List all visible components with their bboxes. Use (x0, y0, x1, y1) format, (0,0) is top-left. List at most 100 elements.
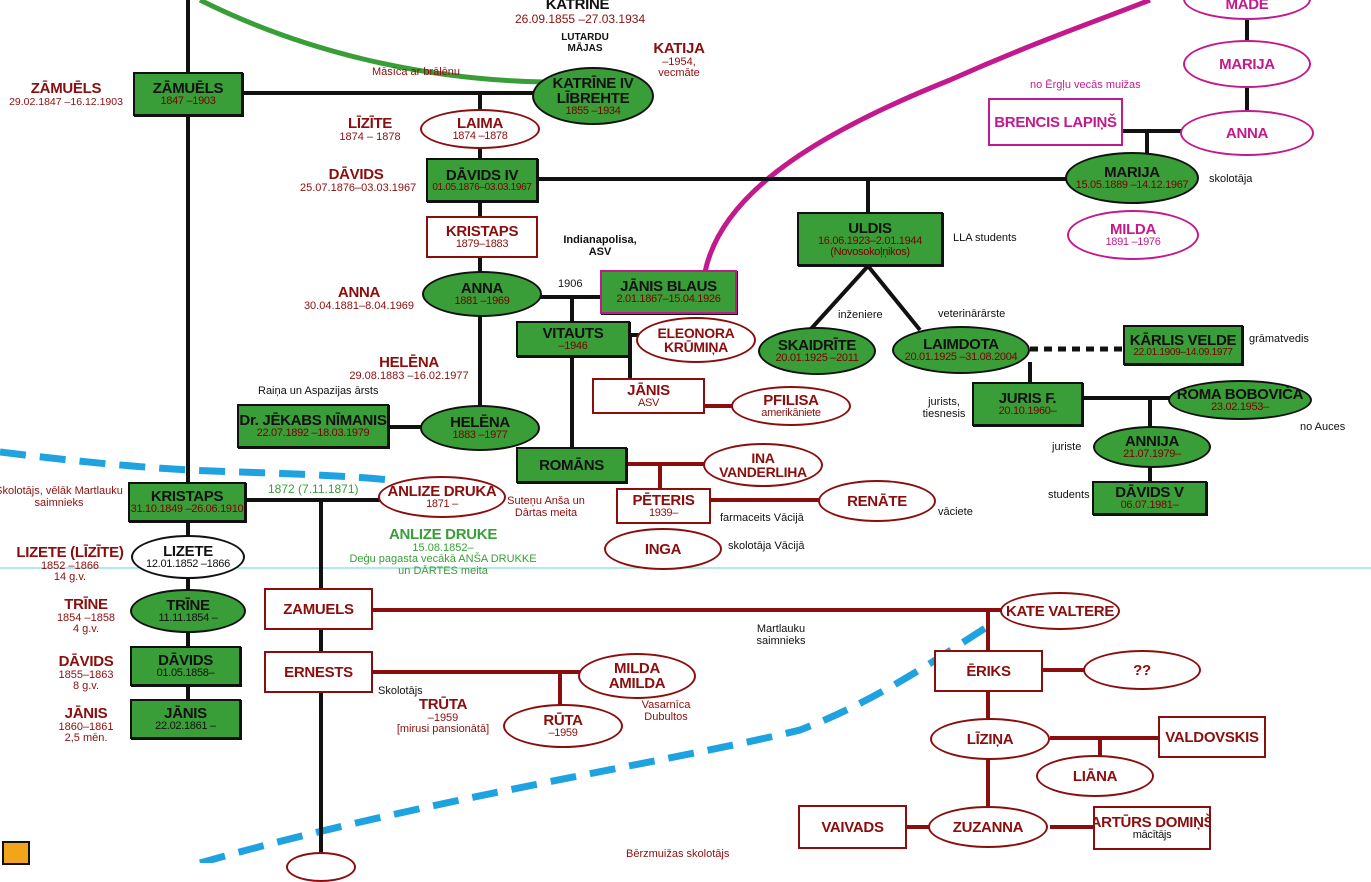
node-ina[interactable]: INA VANDERLIHA (703, 443, 823, 487)
node-kate[interactable]: KATE VALTERE (1000, 592, 1120, 630)
node-dates: 22.02.1861 – (155, 720, 216, 732)
node-arturs[interactable]: ARTŪRS DOMIŅŠ mācītājs (1093, 806, 1211, 850)
node-vaivads[interactable]: VAIVADS (798, 805, 907, 849)
node-dates: 21.07.1979– (1123, 448, 1181, 460)
node-kristaps1879[interactable]: KRISTAPS 1879–1883 (426, 216, 538, 258)
node-name: KRISTAPS (445, 223, 519, 240)
node-name: JĀNIS (164, 705, 207, 722)
label-students: students (1048, 489, 1090, 502)
node-ernests[interactable]: ERNESTS (264, 651, 373, 693)
node-bottom-partial[interactable] (286, 852, 356, 882)
label-note: [mirusi pansionātā] (396, 723, 490, 736)
label-text: 1872 (7.11.1871) (268, 482, 359, 496)
node-zamuels[interactable]: ZĀMUĒLS 1847 –1903 (133, 72, 243, 116)
node-dates: 22.01.1909–14.09.1977 (1133, 346, 1233, 358)
green-relation-arc (198, 0, 546, 85)
node-zuzanna[interactable]: ZUZANNA (928, 806, 1048, 848)
label-berzmuizas: Bērzmuižas skolotājs (626, 848, 729, 861)
label-text: inženiere (838, 309, 883, 321)
node-roma[interactable]: ROMA BOBOVIČA 23.02.1953– (1168, 380, 1312, 420)
node-vitauts[interactable]: VITAUTS –1946 (516, 321, 630, 357)
node-dates: 22.07.1892 –18.03.1979 (256, 427, 370, 439)
label-helena-left: HELĒNA 29.08.1883 –16.02.1977 (344, 355, 474, 382)
node-katrine[interactable]: KATRĪNE IV LĪBREHTE 1855 –1934 (532, 67, 654, 125)
node-name: MILDA (1110, 221, 1156, 238)
node-juris[interactable]: JURIS F. 20.10.1960– (972, 382, 1083, 426)
node-dates: 1883 –1977 (452, 429, 508, 441)
node-dates: 20.01.1925 –2011 (775, 352, 859, 364)
label-lizete-left: LIZETE (LĪZĪTE) 1852 –1866 14 g.v. (14, 545, 126, 584)
node-ruta[interactable]: RŪTA –1959 (503, 704, 623, 748)
node-dates: 11.11.1854 – (158, 612, 218, 624)
node-name: LIĀNA (1072, 767, 1118, 785)
label-dates: 26.09.1855 –27.03.1934 (515, 11, 646, 26)
node-marija1889[interactable]: MARIJA 15.05.1889 –14.12.1967 (1065, 152, 1199, 204)
node-name: TRĪNE (166, 597, 210, 614)
node-eriks[interactable]: ĒRIKS (934, 650, 1043, 692)
label-lla: LLA students (953, 232, 1017, 245)
divider-dashed-lower (199, 622, 992, 863)
node-skaidrite[interactable]: SKAIDRĪTE 20.01.1925 –2011 (758, 327, 876, 375)
label-trine-left: TRĪNE 1854 –1858 4 g.v. (40, 597, 132, 636)
node-inga[interactable]: INGA (604, 528, 722, 570)
node-dates: 01.05.1876–03.03.1967 (432, 181, 532, 193)
node-janis-blaus[interactable]: JĀNIS BLAUS 2.01.1867–15.04.1926 (600, 270, 737, 314)
label-name: KATRĪNE (545, 0, 610, 13)
node-helena[interactable]: HELĒNA 1883 –1977 (420, 405, 540, 451)
node-janis-asv[interactable]: JĀNIS ASV (592, 378, 705, 414)
node-romans[interactable]: ROMĀNS (516, 447, 627, 483)
node-liana[interactable]: LIĀNA (1036, 755, 1154, 797)
node-dates: 06.07.1981– (1120, 499, 1179, 511)
node-davids4[interactable]: DĀVIDS IV 01.05.1876–03.03.1967 (426, 158, 538, 202)
label-age: 2,5 mēn. (64, 732, 108, 745)
node-milda-amilda[interactable]: MILDA AMILDA (578, 653, 696, 699)
node-anna1881[interactable]: ANNA 1881 –1969 (422, 271, 542, 317)
node-milda1891[interactable]: MILDA 1891 –1976 (1067, 210, 1199, 260)
node-anlize[interactable]: ANLIZE DRUKA 1871 – (378, 476, 506, 518)
node-name: LĪZIŅA (966, 730, 1014, 748)
node-valdovskis[interactable]: VALDOVSKIS (1158, 716, 1266, 758)
node-karlis[interactable]: KĀRLIS VELDE 22.01.1909–14.09.1977 (1123, 325, 1243, 365)
node-renate[interactable]: RENĀTE (818, 480, 936, 522)
red-lines (373, 404, 1160, 829)
node-laima[interactable]: LAIMA 1874 –1878 (420, 109, 540, 149)
node-trine[interactable]: TRĪNE 11.11.1854 – (130, 589, 246, 633)
node-davids5[interactable]: DĀVIDS V 06.07.1981– (1092, 481, 1207, 515)
node-jekabs[interactable]: Dr. JĒKABS NĪMANIS 22.07.1892 –18.03.197… (237, 404, 389, 448)
node-annija[interactable]: ANNIJA 21.07.1979– (1093, 426, 1211, 468)
label-truta: TRŪTA –1959 [mirusi pansionātā] (392, 697, 494, 736)
node-name: HELĒNA (450, 414, 510, 431)
node-peteris[interactable]: PĒTERIS 1939– (616, 488, 711, 524)
label-text: LUTARDU MĀJAS (561, 32, 609, 54)
node-brencis[interactable]: BRENCIS LAPIŅŠ (988, 98, 1123, 146)
node-kristaps1849[interactable]: KRISTAPS 31.10.1849 –26.06.1910 (128, 482, 246, 522)
node-marija-m[interactable]: MARIJA (1183, 40, 1311, 88)
label-text: veterinārārste (938, 308, 1006, 320)
label-janis1860-left: JĀNIS 1860–1861 2,5 mēn. (40, 706, 132, 745)
node-janis1861[interactable]: JĀNIS 22.02.1861 – (130, 699, 241, 739)
node-dates: 01.05.1858– (156, 667, 215, 679)
node-qq[interactable]: ?? (1083, 650, 1201, 690)
node-uldis[interactable]: ULDIS 16.06.1923–2.01.1944 (Novosokoļņik… (797, 212, 943, 266)
node-lizete[interactable]: LIZETE 12.01.1852 –1866 (131, 535, 245, 579)
node-name: ANNA (460, 280, 504, 297)
node-dates: 1874 –1878 (452, 130, 508, 142)
node-lizina[interactable]: LĪZIŅA (930, 718, 1050, 760)
node-davids1858[interactable]: DĀVIDS 01.05.1858– (130, 646, 241, 686)
node-made[interactable]: MADE (1183, 0, 1311, 20)
label-text: grāmatvedis (1249, 333, 1309, 345)
label-veterinararste: veterinārārste (938, 308, 1006, 321)
node-name: KATRĪNE IV LĪBREHTE (552, 74, 634, 107)
label-skolotaja-vacija: skolotāja Vācijā (728, 540, 804, 553)
node-name: DĀVIDS IV (445, 166, 519, 184)
node-dates: ASV (637, 397, 660, 409)
label-name: DĀVIDS (328, 166, 384, 183)
node-eleonora[interactable]: ELEONORA KRŪMIŅA (636, 317, 756, 363)
node-anna-m[interactable]: ANNA (1180, 110, 1314, 156)
node-zamuels-r[interactable]: ZAMUELS (264, 588, 373, 630)
node-name: ANNA (1225, 124, 1269, 142)
node-pfilisa[interactable]: PFILISA amerikāniete (731, 386, 851, 426)
node-name: JURIS F. (998, 390, 1057, 407)
node-laimdota[interactable]: LAIMDOTA 20.01.1925 –31.08.2004 (892, 326, 1030, 374)
node-name: VALDOVSKIS (1165, 728, 1259, 746)
